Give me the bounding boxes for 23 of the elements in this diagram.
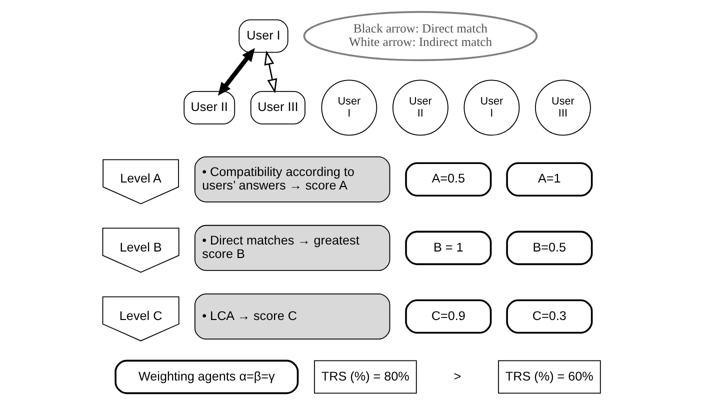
node-box: C=0.9 [405,299,492,334]
node-box: • Compatibility according to users’ answers → score A [194,156,390,202]
node-box: Weighting agents α=β=γ [114,360,299,394]
node-box: B = 1 [405,230,492,266]
node-box: C=0.3 [506,299,593,334]
node-box: A=1 [506,162,593,197]
node-box: B=0.5 [506,230,593,266]
label: > [454,369,462,384]
node-box: User I [238,19,288,53]
node-ellipse: Black arrow: Direct match White arrow: Indirect match [303,11,538,62]
arrow [218,48,255,96]
node-box: User III [250,90,306,124]
node-box: TRS (%) = 80% [314,360,417,394]
node-circle: User I [464,80,520,136]
node-box: • LCA → score C [194,294,390,340]
node-box: User II [184,90,236,124]
node-box: A=0.5 [405,162,492,197]
node-box: • Direct matches → greatest score B [194,224,390,271]
node-circle: User III [535,80,591,136]
node-circle: User I [321,80,378,136]
arrow [264,50,278,94]
node-circle: User II [392,80,448,136]
node-box: TRS (%) = 60% [498,360,601,394]
